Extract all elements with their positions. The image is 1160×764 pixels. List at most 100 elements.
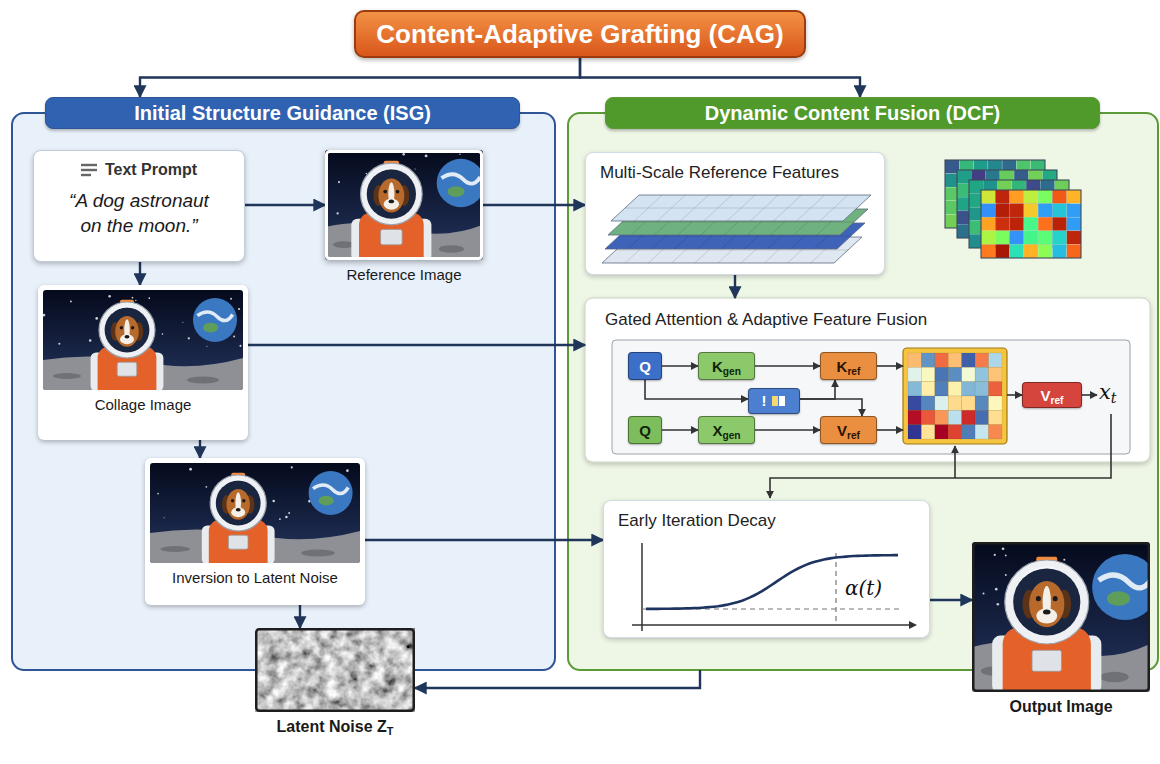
- illustration-part: [962, 353, 975, 367]
- illustration-part: [1010, 204, 1024, 218]
- illustration-part: [388, 182, 394, 205]
- illustration-part: [439, 245, 464, 253]
- feature-layer: [611, 195, 871, 221]
- illustration-part: [374, 169, 397, 176]
- flow-arrow: [1082, 394, 1097, 396]
- noise-field: [255, 628, 415, 712]
- illustration-part: [231, 507, 245, 517]
- arrow-connector: [245, 204, 325, 206]
- illustration-part: [981, 190, 1081, 258]
- illustration-part: [981, 217, 995, 231]
- card-illustration: [598, 191, 874, 270]
- illustration-part: [366, 173, 368, 175]
- decay-plot: [632, 543, 917, 631]
- illustration-part: [1029, 581, 1064, 627]
- prompt-label: Text Prompt: [81, 161, 197, 179]
- illustration-part: [1024, 231, 1038, 245]
- illustration-part: [1024, 244, 1038, 258]
- illustration-part: [239, 345, 241, 347]
- illustration-part: [210, 475, 266, 531]
- illustration-part: [995, 217, 1009, 231]
- token-box: Q: [628, 352, 662, 380]
- illustration-part: [997, 603, 1000, 606]
- illustration-part: [346, 469, 349, 472]
- illustration-part: [1052, 204, 1066, 218]
- illustration-part: [995, 231, 1009, 245]
- illustration-part: [1067, 204, 1081, 218]
- arrow-connector: [800, 399, 862, 416]
- scene-image: [325, 150, 483, 260]
- illustration-part: [120, 334, 134, 344]
- arrow-connector: [415, 670, 700, 688]
- illustration-part: [1038, 217, 1052, 231]
- illustration-part: [989, 367, 1002, 381]
- illustration-part: [935, 396, 948, 410]
- illustration-part: [1052, 217, 1066, 231]
- illustration-part: [948, 396, 961, 410]
- illustration-part: [95, 317, 98, 320]
- heading-tab: Dynamic Content Fusion (DCF): [605, 97, 1100, 129]
- illustration-part: [908, 410, 921, 424]
- illustration-part: [1024, 204, 1038, 218]
- illustration-part: [1052, 190, 1066, 204]
- arrow-connector: [248, 344, 585, 346]
- illustration-part: [995, 190, 1009, 204]
- illustration-part: [772, 396, 778, 406]
- illustration-part: [228, 535, 248, 549]
- illustration-part: [1010, 231, 1024, 245]
- arrow-connector: [800, 380, 835, 399]
- illustration-part: [935, 410, 948, 424]
- illustration-part: [1099, 575, 1150, 588]
- arrow-connector: [662, 365, 698, 367]
- token-text: Kgen: [712, 358, 741, 375]
- panel-heading: Dynamic Content Fusion (DCF): [705, 102, 1001, 125]
- illustration-part: [908, 353, 921, 367]
- illustration-part: [835, 553, 836, 625]
- illustration-part: [962, 425, 975, 439]
- illustration-part: [81, 169, 97, 171]
- illustration-part: [1036, 608, 1057, 623]
- token-box: !: [748, 388, 800, 414]
- illustration-part: [948, 410, 961, 424]
- arrow-connector: [299, 605, 301, 628]
- illustration-part: [903, 348, 1007, 444]
- panel-ground: [568, 113, 1158, 670]
- illustration-part: [99, 302, 155, 358]
- illustration-part: [442, 174, 481, 183]
- illustration-part: [203, 323, 218, 333]
- card-title: Multi-Scale Reference Features: [600, 163, 839, 183]
- illustration-part: [989, 396, 1002, 410]
- illustration-part: [1100, 672, 1128, 683]
- illustration-part: [1063, 559, 1065, 561]
- illustration-part: [288, 512, 290, 514]
- image-caption: Output Image: [1009, 698, 1112, 716]
- image-node: Collage Image: [38, 285, 248, 440]
- illustration-part: [242, 499, 245, 502]
- image-frame: [256, 629, 414, 711]
- card-title: Early Iteration Decay: [618, 511, 776, 531]
- prompt-icon: [81, 163, 97, 177]
- illustration-part: [58, 343, 60, 345]
- flow-arrow: [1007, 394, 1022, 396]
- illustration-part: [975, 425, 988, 439]
- scene-image: [43, 290, 243, 390]
- illustration-part: [205, 486, 207, 488]
- illustration-part: [982, 593, 984, 595]
- arrow-connector: [199, 440, 201, 458]
- token-box: Vref: [820, 416, 877, 444]
- illustration-part: [135, 300, 136, 301]
- arrow-connector: [365, 539, 603, 541]
- image-caption: Collage Image: [95, 396, 192, 413]
- illustration-part: [646, 555, 898, 609]
- output-node: Output Image: [972, 542, 1150, 727]
- illustration-part: [1067, 217, 1081, 231]
- illustration-part: [1053, 596, 1058, 601]
- label-holder: α(t): [845, 576, 882, 600]
- image-caption: Latent Noise ZT: [277, 718, 394, 736]
- illustration-part: [124, 335, 129, 338]
- illustration-part: [238, 308, 240, 310]
- illustration-part: [989, 353, 1002, 367]
- image-caption: Inversion to Latent Noise: [172, 569, 338, 586]
- illustration-part: [908, 367, 921, 381]
